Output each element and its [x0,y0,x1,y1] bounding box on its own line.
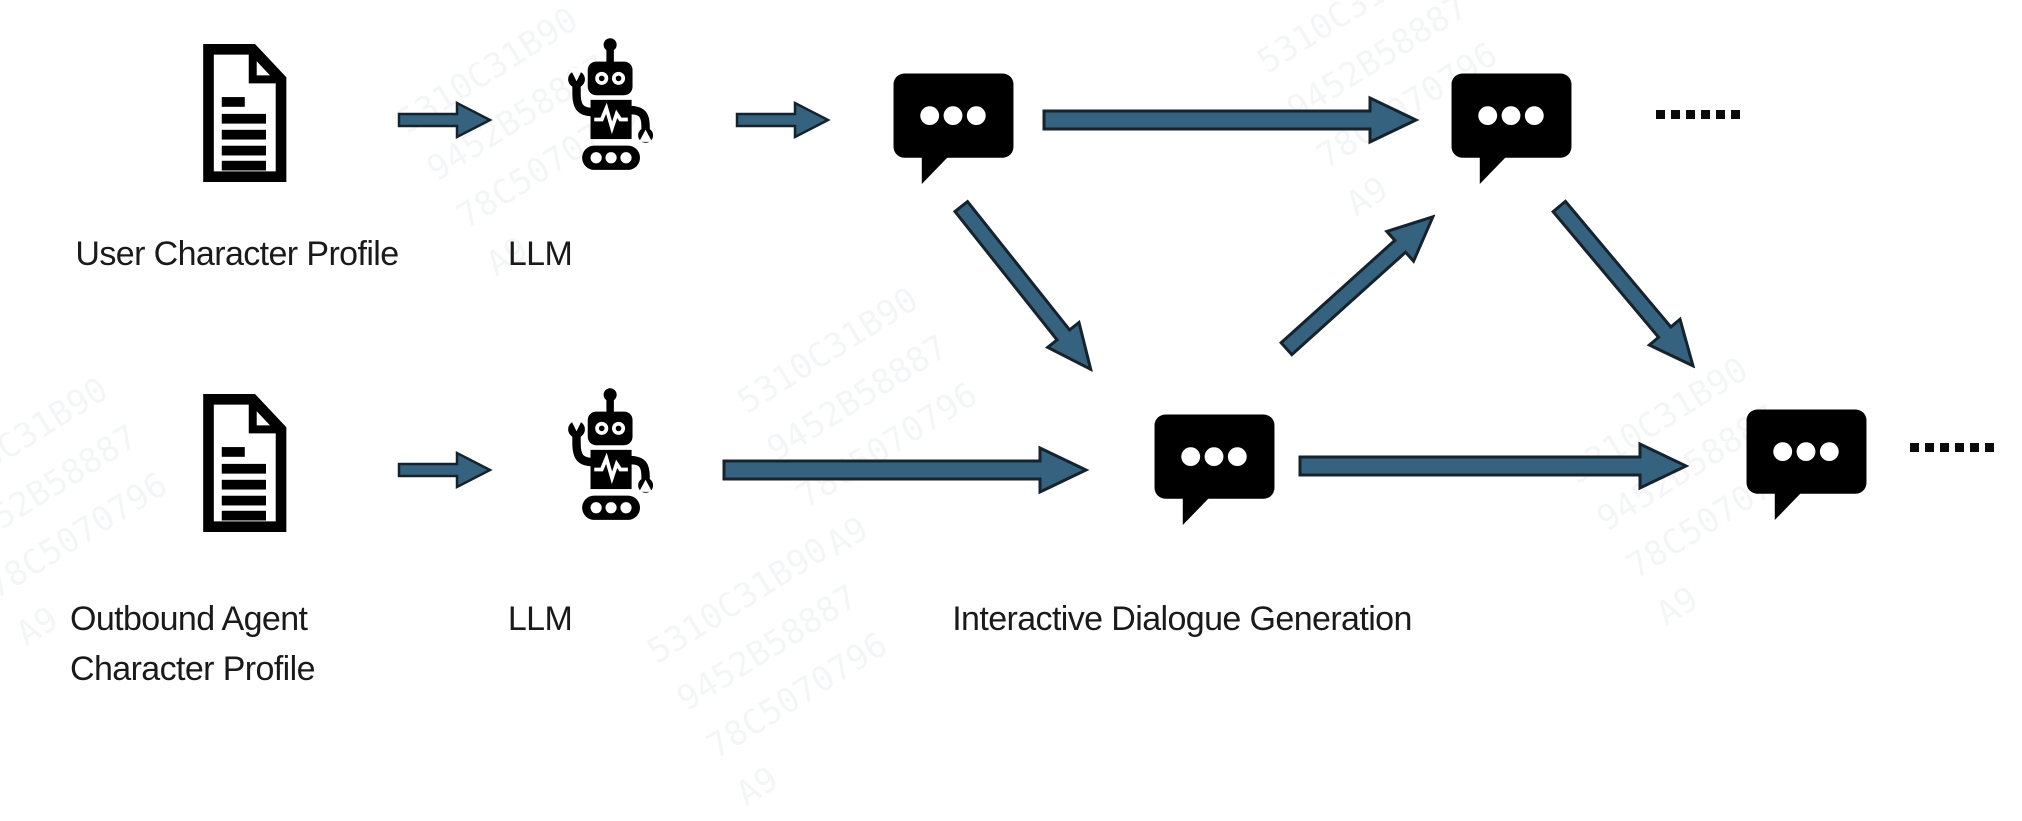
speech-bubble-icon [1153,413,1276,526]
user-character-profile-label: User Character Profile [75,235,399,273]
document-icon [197,40,289,186]
arrow-right-icon [735,98,831,142]
watermark: 5310C31B90 9452B58887 78C5070796 A9 [640,529,895,815]
diagonal-arrow-icon [1540,190,1712,383]
outbound-agent-profile-label-line1: Outbound Agent [70,600,308,638]
arrow-right-icon [397,98,493,142]
speech-bubble-icon [892,72,1015,185]
arrow-right-icon [722,444,1090,496]
arrow-right-icon [1042,94,1420,146]
arrow-right-icon [1298,440,1690,492]
interactive-dialogue-generation-caption: Interactive Dialogue Generation [952,600,1412,638]
speech-bubble-icon [1745,408,1868,521]
document-icon [197,390,289,536]
arrow-right-icon [397,448,493,492]
diagonal-arrow-icon [1270,198,1451,367]
outbound-agent-profile-label: Outbound Agent Character Profile [70,594,316,694]
llm-label-bottom: LLM [507,600,573,638]
watermark: 5310C31B90 9452B58887 78C5070796 A9 [730,279,985,565]
ellipsis-dots [1656,110,1740,119]
robot-icon [556,36,668,188]
robot-icon [556,386,668,538]
speech-bubble-icon [1450,72,1573,185]
diagonal-arrow-icon [942,191,1111,386]
ellipsis-dots [1910,443,1994,452]
llm-label-top: LLM [507,235,573,273]
outbound-agent-profile-label-line2: Character Profile [70,650,316,688]
